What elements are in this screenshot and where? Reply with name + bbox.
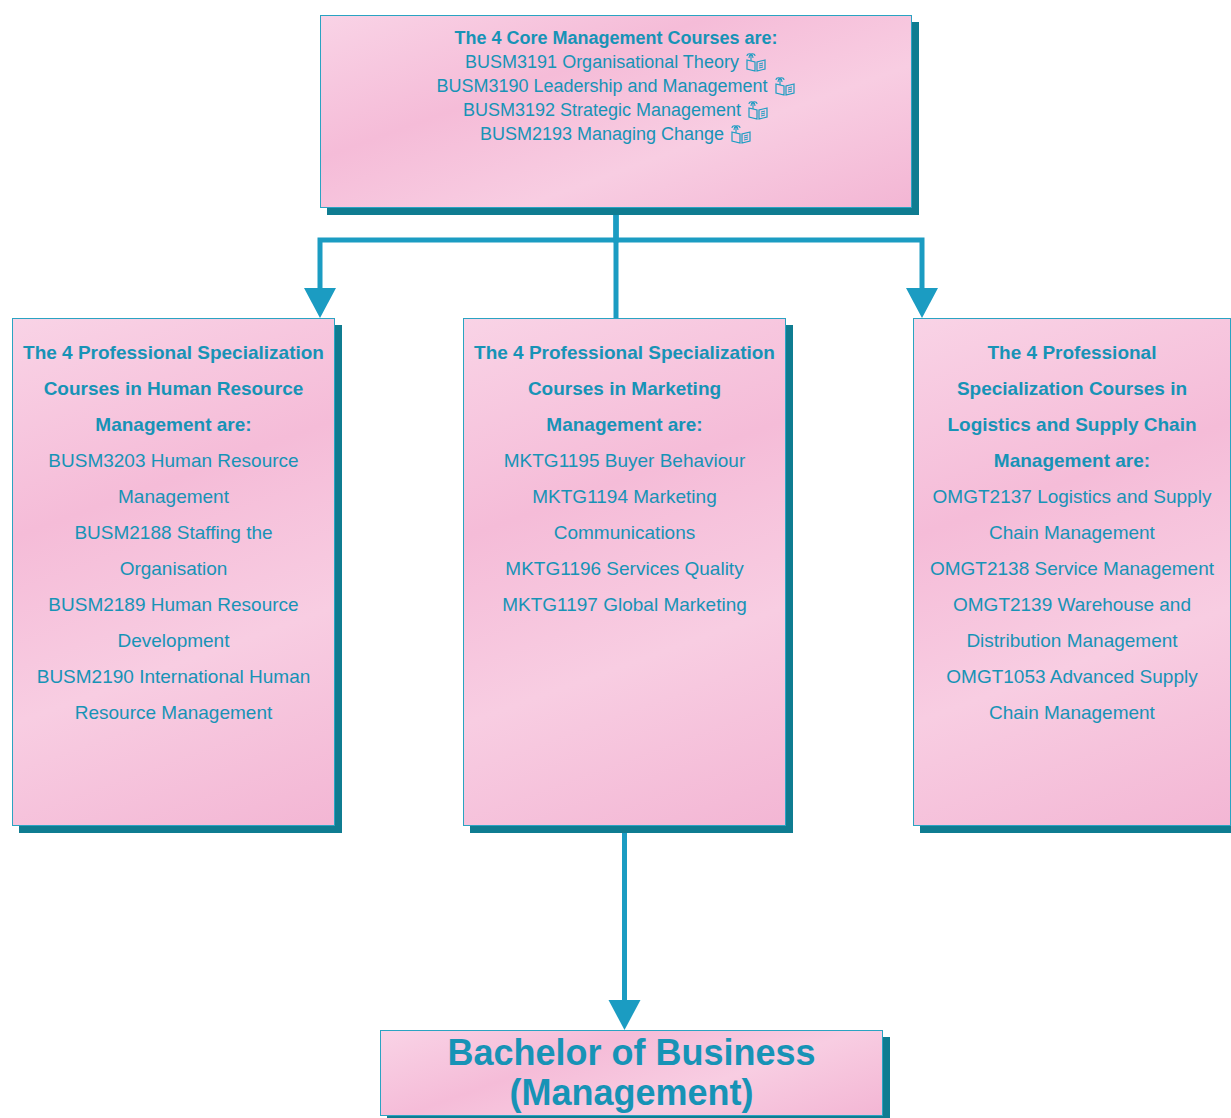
text-line: MKTG1197 Global Marketing <box>502 587 747 623</box>
degree-box: Bachelor of Business (Management) <box>380 1030 883 1116</box>
text-line: OMGT2138 Service Management <box>930 551 1214 587</box>
text-line: MKTG1196 Services Quality <box>505 551 743 587</box>
degree-title: Bachelor of Business (Management) <box>391 1033 872 1113</box>
course-name: BUSM3191 Organisational Theory <box>465 50 739 74</box>
course-name: MKTG1194 Marketing Communications <box>474 479 775 551</box>
text-line: MKTG1194 Marketing Communications <box>474 479 775 551</box>
text-line: BUSM2190 International Human Resource Ma… <box>23 659 324 731</box>
text-line: BUSM3191 Organisational Theory <box>465 50 767 74</box>
text-line: OMGT1053 Advanced Supply Chain Managemen… <box>924 659 1220 731</box>
specialization-box: The 4 Professional Specialization Course… <box>913 318 1231 826</box>
course-name: BUSM2189 Human Resource Development <box>23 587 324 659</box>
course-name: BUSM2190 International Human Resource Ma… <box>23 659 324 731</box>
box-heading: The 4 Professional Specialization Course… <box>474 335 775 443</box>
book-icon <box>745 52 767 72</box>
course-name: OMGT2138 Service Management <box>930 551 1214 587</box>
course-name: OMGT2139 Warehouse and Distribution Mana… <box>924 587 1220 659</box>
text-line: BUSM2193 Managing Change <box>480 122 752 146</box>
text-line: BUSM3190 Leadership and Management <box>436 74 795 98</box>
text-line: MKTG1195 Buyer Behaviour <box>504 443 746 479</box>
course-name: BUSM3190 Leadership and Management <box>436 74 767 98</box>
box-heading: The 4 Professional Specialization Course… <box>23 335 324 443</box>
text-line: The 4 Professional Specialization Course… <box>23 335 324 443</box>
connector-arrow <box>616 208 922 288</box>
text-line: The 4 Core Management Courses are: <box>454 26 777 50</box>
course-name: BUSM3192 Strategic Management <box>463 98 741 122</box>
text-line: BUSM3192 Strategic Management <box>463 98 769 122</box>
course-name: MKTG1195 Buyer Behaviour <box>504 443 746 479</box>
connector-arrow <box>622 826 627 1000</box>
book-icon <box>774 76 796 96</box>
course-name: MKTG1197 Global Marketing <box>502 587 747 623</box>
book-icon <box>747 100 769 120</box>
specialization-box: The 4 Professional Specialization Course… <box>463 318 786 826</box>
text-line: BUSM2189 Human Resource Development <box>23 587 324 659</box>
box-heading: The 4 Professional Specialization Course… <box>924 335 1220 479</box>
text-line: OMGT2139 Warehouse and Distribution Mana… <box>924 587 1220 659</box>
text-line: The 4 Professional Specialization Course… <box>474 335 775 443</box>
connector-arrow <box>320 208 616 288</box>
course-name: BUSM3203 Human Resource Management <box>23 443 324 515</box>
specialization-box: The 4 Professional Specialization Course… <box>12 318 335 826</box>
text-line: The 4 Professional Specialization Course… <box>924 335 1220 479</box>
course-name: BUSM2193 Managing Change <box>480 122 724 146</box>
course-name: BUSM2188 Staffing the Organisation <box>23 515 324 587</box>
text-line: BUSM2188 Staffing the Organisation <box>23 515 324 587</box>
course-name: OMGT2137 Logistics and Supply Chain Mana… <box>924 479 1220 551</box>
text-line: Bachelor of Business (Management) <box>391 1033 872 1113</box>
text-line: OMGT2137 Logistics and Supply Chain Mana… <box>924 479 1220 551</box>
course-name: OMGT1053 Advanced Supply Chain Managemen… <box>924 659 1220 731</box>
box-heading: The 4 Core Management Courses are: <box>454 26 777 50</box>
core-course-box: The 4 Core Management Courses are:BUSM31… <box>320 15 912 208</box>
book-icon <box>730 124 752 144</box>
text-line: BUSM3203 Human Resource Management <box>23 443 324 515</box>
course-name: MKTG1196 Services Quality <box>505 551 743 587</box>
